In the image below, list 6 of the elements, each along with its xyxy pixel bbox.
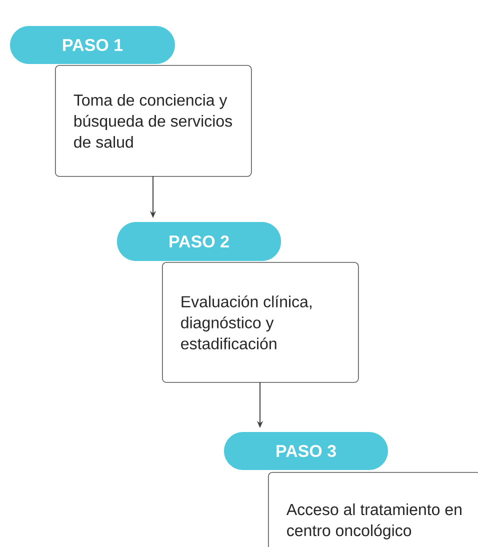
step-pill: PASO 2 (117, 222, 281, 261)
step-box: Toma de conciencia y búsqueda de servicios de salud (55, 65, 252, 177)
step-box: Acceso al tratamiento en centro oncológico (268, 472, 478, 547)
step-box: Evaluación clínica, diagnóstico y estadificación (162, 262, 359, 383)
step-pill: PASO 1 (10, 26, 175, 64)
step-pill: PASO 3 (224, 432, 388, 470)
